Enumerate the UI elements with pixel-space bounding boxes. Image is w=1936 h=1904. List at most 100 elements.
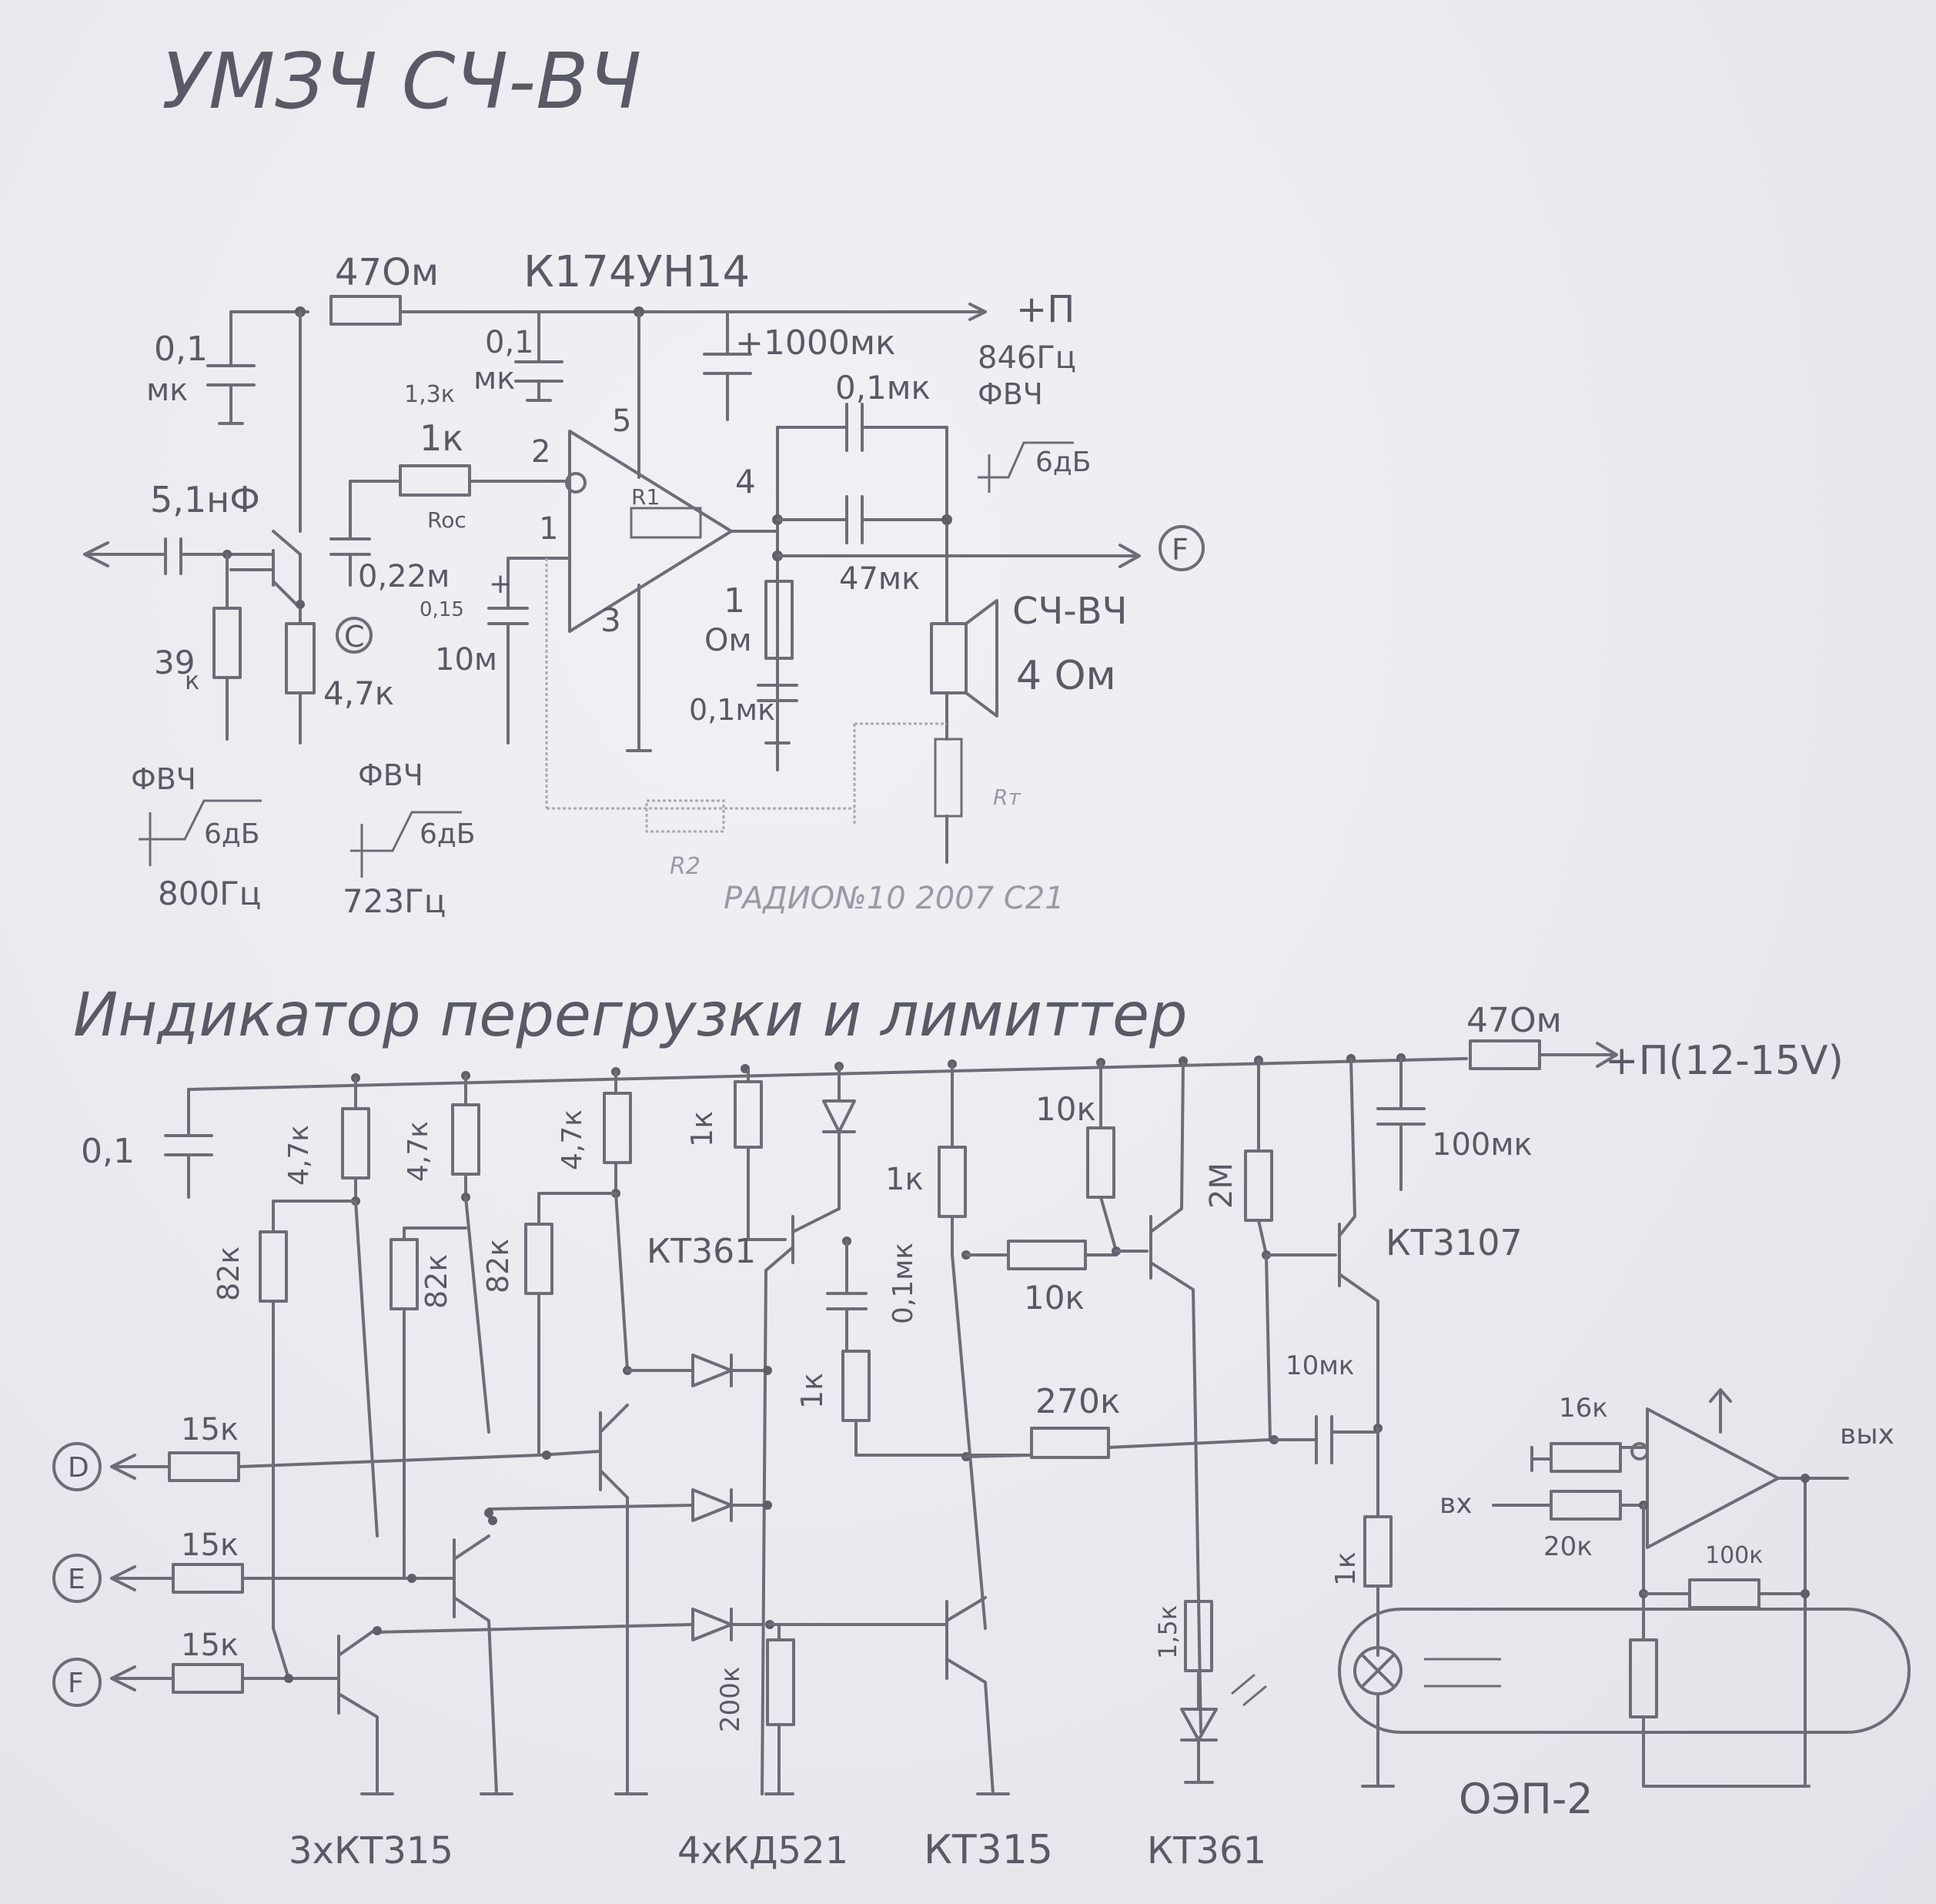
- resistor-15k-f: [172, 1663, 244, 1694]
- capacitor-100mk: [1376, 1056, 1426, 1191]
- label-846hz: 846Гц: [978, 340, 1076, 376]
- label-kt361-a: КТ361: [647, 1232, 756, 1271]
- label-39k-a: 39: [154, 644, 195, 681]
- resistor-1k-b: [841, 1350, 871, 1422]
- top-amplifier-circuit: 47Ом К174УН14 +П 0,1 мк 0,1 мк 1,3к +100…: [83, 247, 1205, 920]
- overload-indicator-circuit: 47Ом +П(12-15V) 0,1 4,7к 4,7к 4,7к 82к 8…: [52, 1001, 1911, 1873]
- photoresistor: [1629, 1638, 1658, 1718]
- label-node-f-bottom: F: [68, 1668, 84, 1699]
- bottom-supply-rail: [187, 1053, 1618, 1091]
- resistor-1k-roc: [399, 464, 471, 497]
- resistor-47k-2: [451, 1103, 480, 1176]
- optocoupler-oep2: [1338, 1608, 1911, 1734]
- resistor-39k: [212, 607, 242, 679]
- label-pin5: 5: [612, 403, 631, 439]
- resistor-47k-3: [603, 1092, 632, 1164]
- transistor-kt315-out: [768, 1596, 1010, 1795]
- label-20k: 20к: [1543, 1531, 1593, 1562]
- label-1om-b: Ом: [704, 623, 752, 658]
- label-db-800: 6дБ: [204, 818, 260, 850]
- label-47om-bottom: 47Ом: [1466, 1001, 1562, 1040]
- label-47k-3: 4,7к: [557, 1109, 588, 1170]
- resistor-16k: [1550, 1442, 1622, 1473]
- transistor-top: [229, 310, 302, 610]
- label-r1: R1: [631, 484, 660, 510]
- led: [1180, 1669, 1218, 1784]
- label-c01-left-a: 0,1: [154, 330, 208, 369]
- diode-1: [691, 1354, 733, 1387]
- resistor-10k-a: [1086, 1126, 1115, 1199]
- label-1k-a: 1к: [685, 1111, 719, 1147]
- resistor-47om-bottom: [1469, 1039, 1541, 1070]
- speaker-ch-vch: [930, 622, 968, 694]
- label-82k-1: 82к: [212, 1246, 246, 1301]
- capacitor-47mk: [776, 495, 948, 544]
- label-vyx: вых: [1840, 1419, 1894, 1451]
- label-47k-2: 4,7к: [403, 1121, 434, 1182]
- label-fvch-846: ФВЧ: [978, 377, 1043, 411]
- label-oep2: ОЭП-2: [1459, 1775, 1593, 1823]
- resistor-1k-a: [734, 1080, 763, 1149]
- label-supply: +П(12-15V): [1605, 1038, 1844, 1084]
- label-fvch-723: ФВЧ: [358, 758, 423, 792]
- label-c01-left-b: мк: [146, 373, 188, 408]
- label-2m: 2М: [1204, 1163, 1239, 1209]
- resistor-82k-2: [390, 1238, 419, 1310]
- label-plus-p: +П: [1016, 288, 1075, 331]
- label-c01-mid-a: 0,1: [485, 325, 534, 360]
- label-01mk-bottom: 0,1мк: [888, 1243, 919, 1324]
- label-pin4: 4: [735, 463, 756, 500]
- label-100mk: 100мк: [1432, 1127, 1533, 1163]
- capacitor-10mk: [1272, 1415, 1379, 1464]
- transistor-kt315-d: [599, 1404, 629, 1795]
- label-vx: вх: [1439, 1488, 1473, 1520]
- label-parts-1: 3хКТ315: [289, 1829, 453, 1872]
- resistor-15k-e: [172, 1563, 244, 1594]
- label-82k-3: 82к: [481, 1239, 515, 1293]
- label-rt: Rт: [993, 785, 1021, 810]
- resistor-270k: [1030, 1427, 1110, 1459]
- transistor-kt361-b: [1115, 1061, 1202, 1734]
- label-47om: 47Ом: [335, 251, 439, 294]
- resistor-82k-1: [259, 1230, 288, 1303]
- node-f-bottom: [52, 1658, 102, 1707]
- resistor-200k: [766, 1638, 795, 1726]
- label-node-d: D: [68, 1452, 89, 1484]
- capacitor-01-mid: [514, 310, 563, 402]
- capacitor-51nf-line: [83, 537, 275, 575]
- label-10mk: 10мк: [1286, 1350, 1354, 1381]
- label-c01-bottom: 0,1: [81, 1132, 135, 1171]
- label-node-e: E: [68, 1564, 85, 1595]
- label-39k-b: к: [185, 666, 199, 695]
- label-47k: 4,7к: [323, 674, 394, 712]
- label-022m: 0,22м: [358, 559, 450, 594]
- label-pin1: 1: [539, 511, 558, 547]
- label-parts-3: КТ315: [924, 1827, 1053, 1873]
- label-10k-a: 10к: [1035, 1090, 1096, 1128]
- diode-2: [691, 1488, 733, 1522]
- label-plus-10m: +: [489, 568, 512, 600]
- capacitor-01-bottom: [164, 1088, 213, 1199]
- resistor-15k-d: [168, 1451, 240, 1482]
- label-15k-d: 15к: [181, 1412, 239, 1447]
- label-15k-f: 15к: [181, 1628, 239, 1663]
- label-1om-a: 1: [724, 581, 745, 621]
- capacitor-01mk-bottom: [826, 1240, 868, 1353]
- label-pin2: 2: [531, 434, 550, 470]
- label-723hz: 723Гц: [343, 882, 446, 920]
- label-1k-c: 1к: [885, 1162, 924, 1197]
- capacitor-01-left: [206, 310, 256, 425]
- label-1k-b: 1к: [795, 1373, 829, 1409]
- resistor-82k-3: [524, 1223, 553, 1295]
- label-82k-2: 82к: [420, 1254, 453, 1309]
- resistor-100k: [1688, 1578, 1760, 1609]
- inverting-input: [565, 472, 587, 494]
- resistor-47om-top: [329, 295, 402, 326]
- label-fvch-800: ФВЧ: [131, 762, 196, 796]
- resistor-47k-top: [285, 622, 316, 694]
- ic-k174un14: [568, 430, 733, 633]
- resistor-1k-lamp: [1363, 1515, 1393, 1588]
- label-270k: 270к: [1035, 1382, 1121, 1421]
- resistor-2m: [1244, 1149, 1273, 1222]
